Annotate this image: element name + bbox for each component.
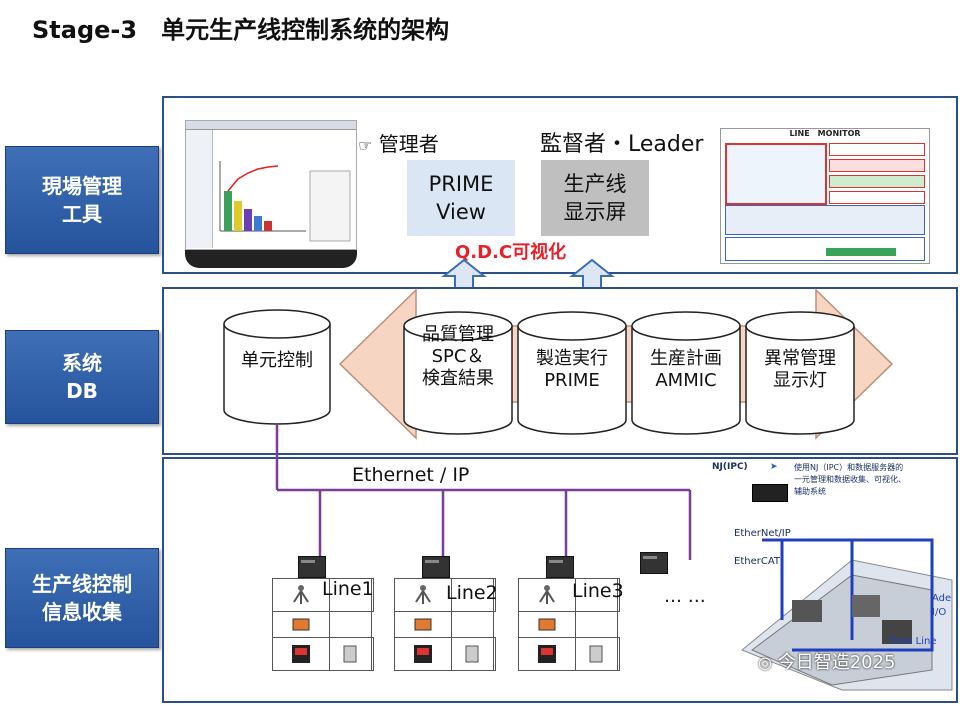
meter-icon <box>465 645 479 663</box>
watermark: ◎ 今日智造2025 <box>758 652 896 673</box>
line-monitor-thumbnail: LINE MONITOR <box>720 128 930 264</box>
ethernet-ip-label: EtherNet/IP <box>734 528 791 539</box>
production-line-diagram-icon <box>741 538 953 691</box>
quality-management-cylinder: 品質管理 SPC＆ 検査結果 <box>402 310 514 436</box>
production-planning-cylinder: 生産計画 AMMIC <box>630 310 742 436</box>
more-lines-ellipsis: … … <box>664 586 706 607</box>
spc-screen-thumbnail <box>185 120 357 268</box>
meter-icon <box>589 645 603 663</box>
meter-icon <box>343 645 357 663</box>
side-label-db: 系统 DB <box>5 330 159 424</box>
ethercat-label: EtherCAT <box>734 556 780 567</box>
line2-device-grid <box>394 578 497 671</box>
line3-label: Line3 <box>572 580 624 602</box>
sensor-icon <box>538 618 556 631</box>
factory-system-illustration: NJ(IPC) ➤ 使用NJ（IPC）和数据服务器的 一元管理和数据收集、可视化… <box>712 460 956 700</box>
manufacturing-execution-cylinder: 製造実行 PRIME <box>516 310 628 436</box>
ipc-device-icon <box>752 484 788 502</box>
controller-display-icon <box>413 645 432 664</box>
sensor-icon <box>414 618 432 631</box>
controller-display-icon <box>537 645 556 664</box>
wechat-icon: ◎ <box>758 653 772 672</box>
side-label-tools: 現場管理 工具 <box>5 146 159 254</box>
hand-pointer-icon: ☞ <box>358 136 373 155</box>
robot-arm-icon <box>292 584 309 604</box>
plc-controller-icon <box>546 556 574 578</box>
nj-description: 使用NJ（IPC）和数据服务器的 一元管理和数据收集、可视化、 辅助系统 <box>794 463 906 496</box>
ade-io-label: Ade I/O <box>932 593 952 618</box>
unit-control-cylinder: 单元控制 <box>222 308 332 426</box>
ethernet-label: Ethernet / IP <box>352 464 470 486</box>
time-line-label: Time Line <box>888 636 937 647</box>
prime-view-box: PRIME View <box>407 160 515 236</box>
robot-arm-icon <box>538 584 555 604</box>
robot-arm-icon <box>414 584 431 604</box>
side-label-collect: 生产线控制 信息收集 <box>5 548 159 648</box>
anomaly-management-cylinder: 異常管理 显示灯 <box>744 310 856 436</box>
manager-label: ☞ 管理者 <box>358 132 439 156</box>
line1-device-grid <box>272 578 375 671</box>
sensor-icon <box>292 618 310 631</box>
line2-label: Line2 <box>446 582 498 604</box>
bullet-arrow-icon: ➤ <box>770 462 778 472</box>
page-title: Stage-3 单元生产线控制系统的架构 <box>32 16 450 44</box>
line-monitor-title: LINE MONITOR <box>789 129 861 138</box>
line1-label: Line1 <box>322 578 374 600</box>
plc-controller-icon <box>298 556 326 578</box>
plc-controller-icon <box>640 552 668 574</box>
line-display-box: 生产线 显示屏 <box>541 160 649 236</box>
plc-controller-icon <box>422 556 450 578</box>
supervisor-label: 監督者・Leader <box>540 132 704 157</box>
pareto-chart-icon <box>219 161 351 242</box>
qdc-label: Q.D.C可视化 <box>455 242 567 263</box>
nj-ipc-label: NJ(IPC) <box>712 462 748 472</box>
line3-device-grid <box>518 578 621 671</box>
controller-display-icon <box>291 645 310 664</box>
